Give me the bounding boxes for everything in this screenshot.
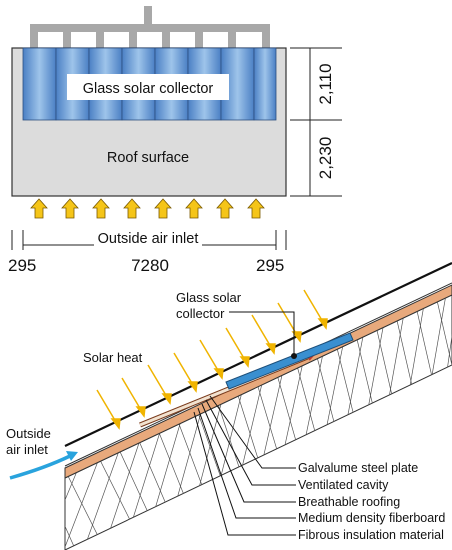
inlet-arrow-icon — [154, 198, 172, 219]
dim-lower: 2,230 — [316, 137, 335, 180]
air-inlet-line1: Outside — [6, 426, 51, 441]
layer-label-4: Fibrous insulation material — [298, 528, 444, 542]
layer-label-1: Ventilated cavity — [298, 478, 389, 492]
steel-plate — [64, 262, 452, 447]
collector-label-box — [67, 74, 229, 100]
dim-left: 295 — [8, 256, 36, 275]
solar-heat-label: Solar heat — [83, 350, 143, 365]
right-dimensions — [290, 47, 342, 197]
layer-leaders — [193, 395, 296, 536]
inlet-arrow-icon — [123, 198, 141, 219]
inlet-arrows — [30, 198, 265, 219]
collector-panel — [225, 332, 354, 390]
roof-label: Roof surface — [107, 150, 189, 166]
collector-label-line2: collector — [176, 306, 225, 321]
collector-label-line1: Glass solar — [176, 290, 242, 305]
layer-label-3: Medium density fiberboard — [298, 511, 445, 525]
inlet-arrow-icon — [92, 198, 110, 219]
inlet-arrow-icon — [247, 198, 265, 219]
air-inlet-arrow-icon — [9, 454, 71, 480]
layer-label-2: Breathable roofing — [298, 495, 400, 509]
inlet-arrow-icon — [30, 198, 48, 219]
inlet-arrow-icon — [61, 198, 79, 219]
dim-center: 7280 — [131, 256, 169, 275]
air-inlet-line2: air inlet — [6, 442, 48, 457]
leader-dot — [291, 353, 297, 359]
layer-label-0: Galvalume steel plate — [298, 461, 418, 475]
header-manifold — [30, 6, 270, 48]
section-view: Glass solar collector Solar heat Outside… — [6, 262, 452, 550]
dim-right: 295 — [256, 256, 284, 275]
collector-label: Glass solar collector — [83, 81, 214, 97]
inlet-arrow-icon — [216, 198, 234, 219]
inlet-arrow-icon — [185, 198, 203, 219]
dim-upper: 2,110 — [316, 63, 335, 104]
inlet-label: Outside air inlet — [98, 231, 199, 247]
plan-view: Glass solar collector Roof surface Outsi… — [8, 6, 342, 275]
